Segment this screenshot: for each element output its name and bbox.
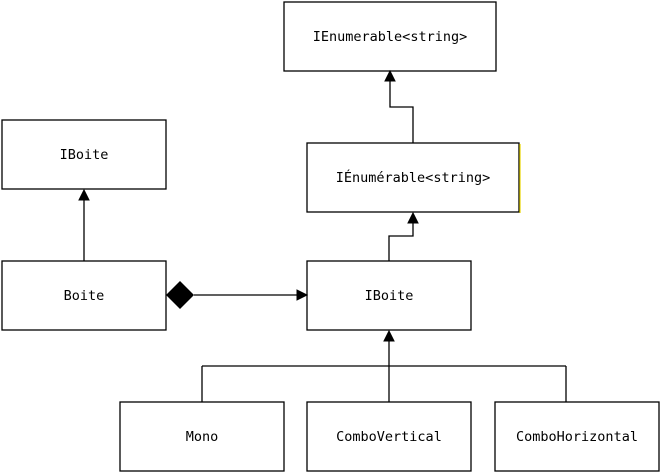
arrow-head-icon (384, 69, 396, 82)
node-mono[interactable]: Mono (119, 401, 285, 472)
arrow-head-icon (383, 329, 395, 342)
composition-diamond-icon (166, 281, 194, 309)
edge-boite-to-iboite-top (78, 188, 90, 261)
node-combo-horizontal-label: ComboHorizontal (516, 429, 638, 445)
node-iboite-mid-label: IBoite (365, 288, 414, 304)
edge-boite-composition-iboite (166, 281, 309, 309)
node-boite[interactable]: Boite (1, 260, 167, 331)
node-iboite-top-label: IBoite (60, 147, 109, 163)
node-combo-horizontal[interactable]: ComboHorizontal (494, 401, 660, 472)
node-ienumerable-string[interactable]: IEnumerable<string> (283, 1, 497, 72)
node-iboite-top[interactable]: IBoite (1, 119, 167, 190)
node-combo-vertical-label: ComboVertical (336, 429, 442, 445)
node-ienumerable-string-label: IEnumerable<string> (313, 29, 467, 45)
edge-iboite-to-ienumerable-fr (388, 211, 419, 261)
node-ienumerable-string-fr-label: IÉnumérable<string> (336, 169, 490, 186)
edge-subclasses-to-iboite (201, 329, 567, 402)
node-combo-vertical[interactable]: ComboVertical (306, 401, 472, 472)
node-iboite-mid[interactable]: IBoite (306, 260, 472, 331)
arrow-head-icon (407, 211, 419, 224)
arrow-head-icon (78, 188, 90, 201)
arrow-head-icon (296, 289, 309, 301)
node-boite-label: Boite (64, 288, 105, 304)
node-mono-label: Mono (186, 429, 219, 445)
node-ienumerable-string-fr[interactable]: IÉnumérable<string> (306, 142, 521, 213)
edge-fr-to-ienumerable (384, 69, 414, 143)
